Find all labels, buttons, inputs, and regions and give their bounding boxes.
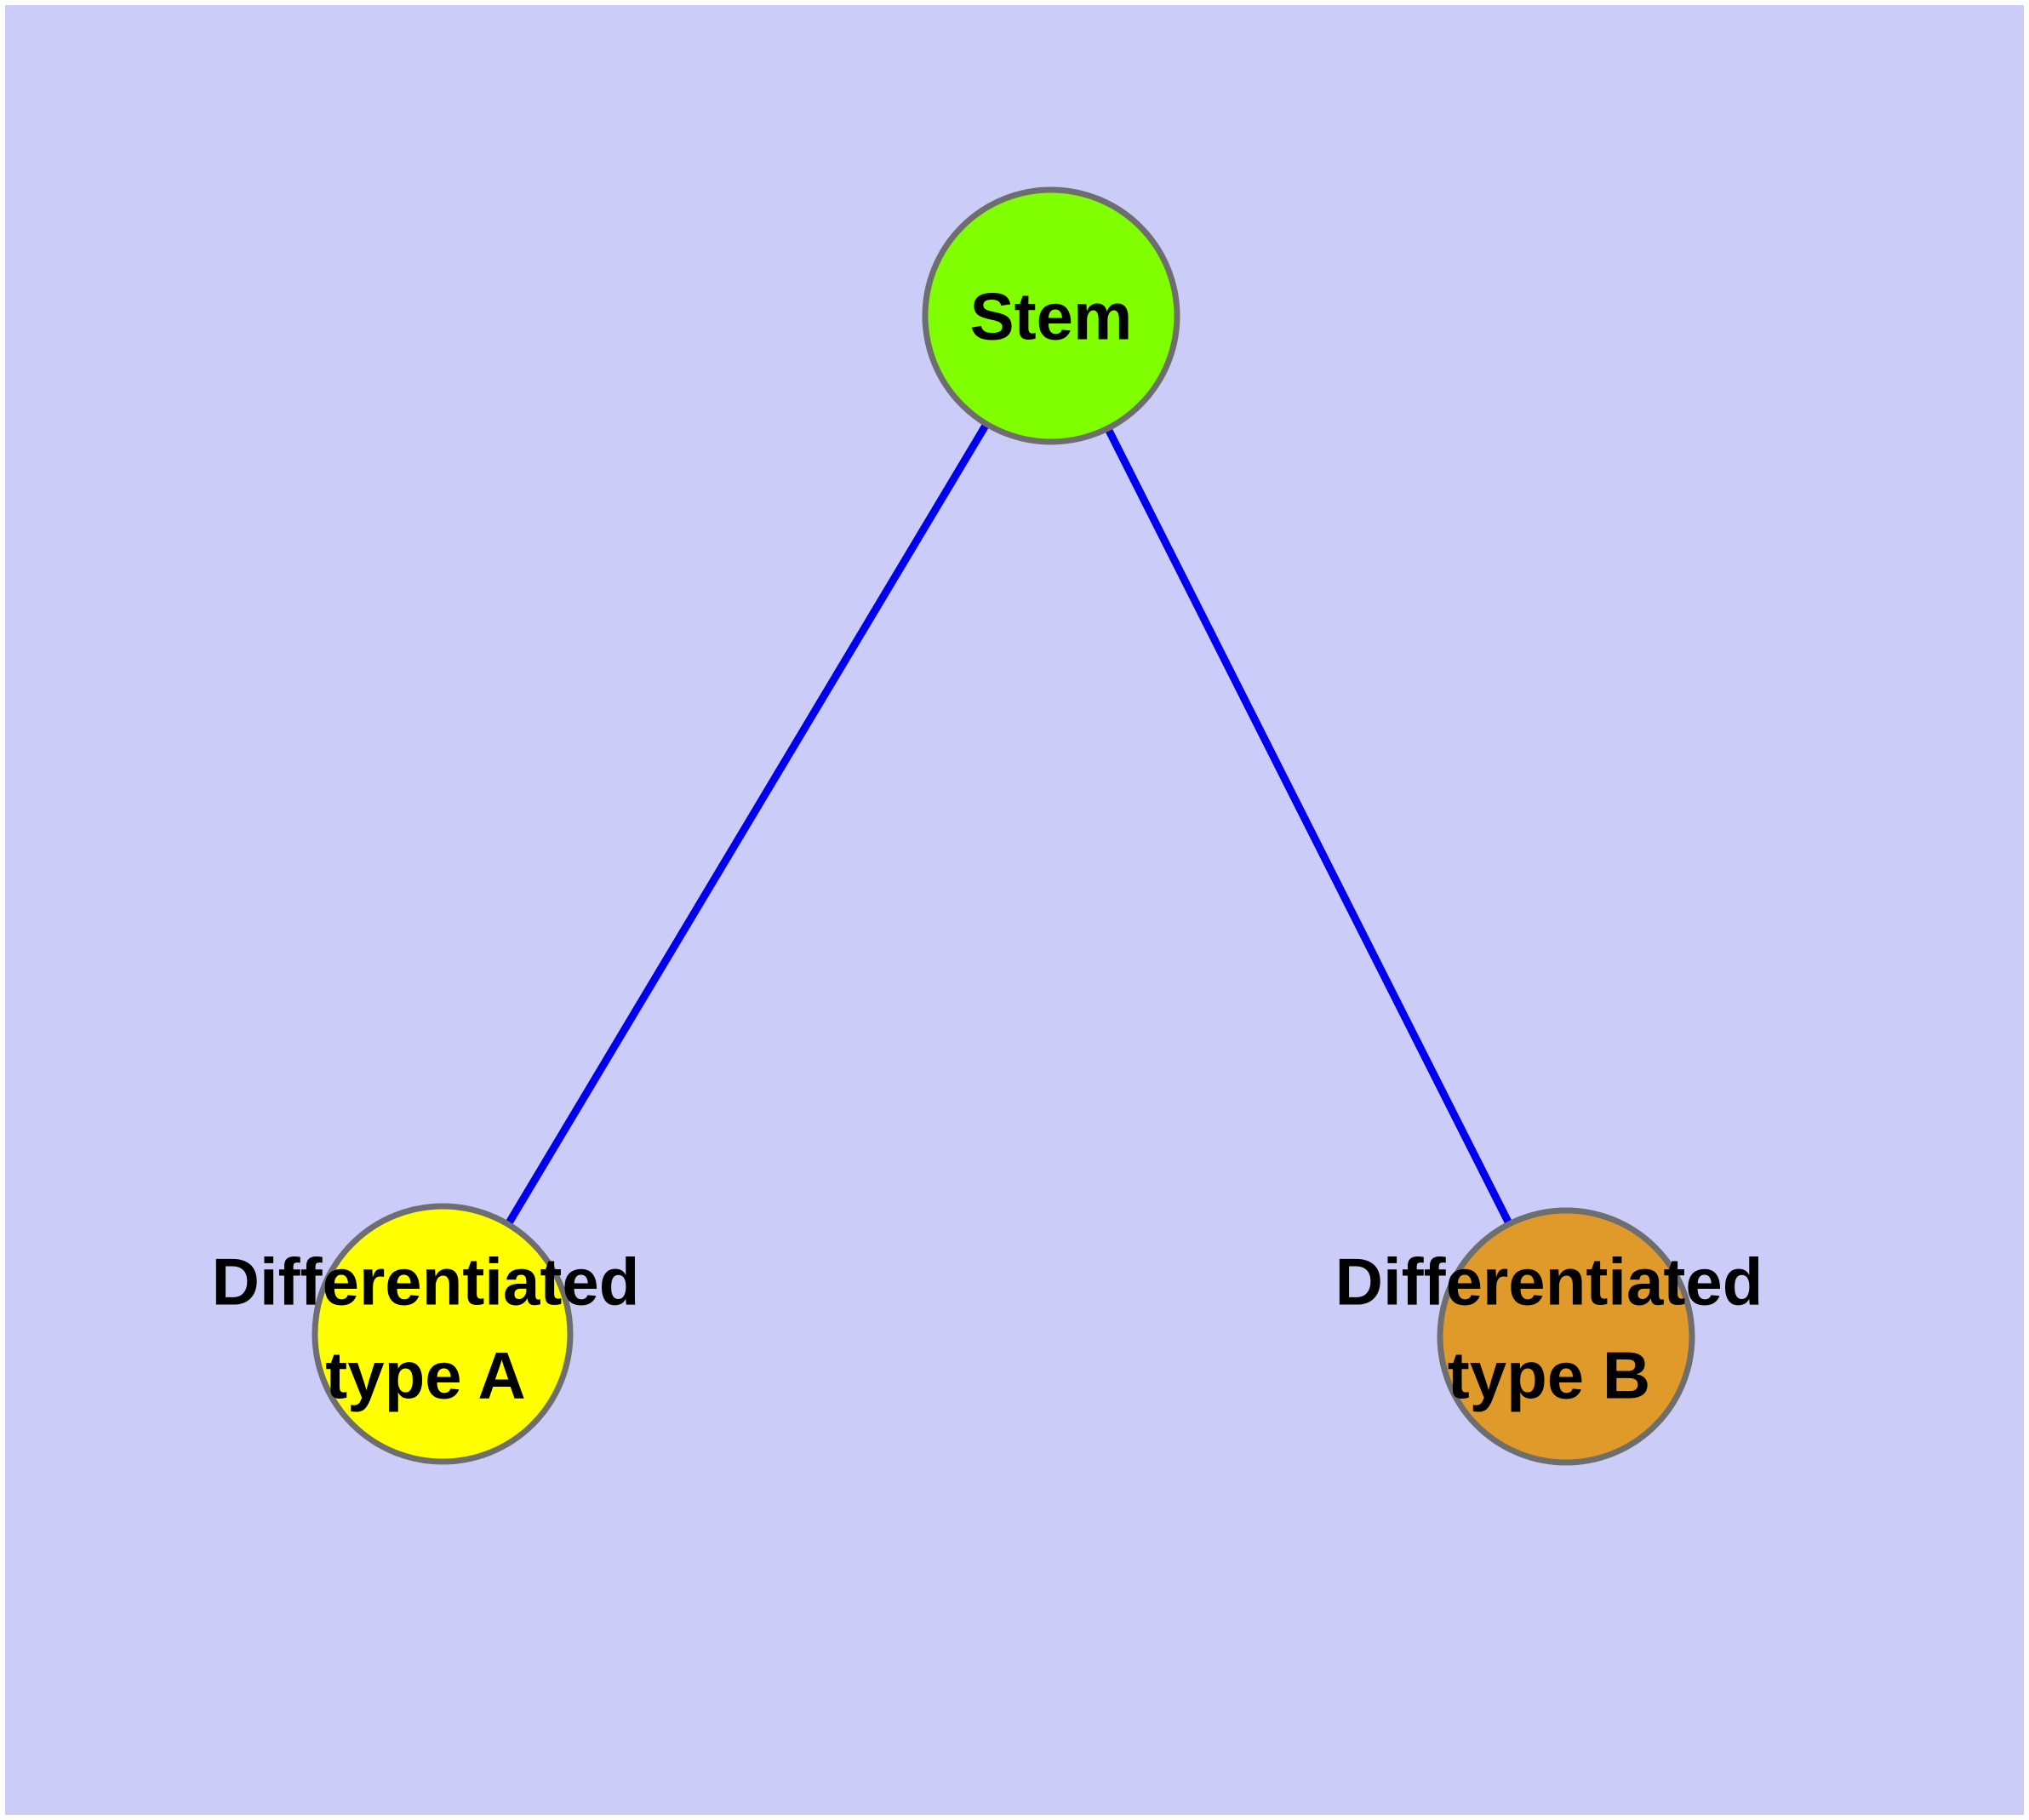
node-differentiated-type-a-label-line2: type A (325, 1338, 526, 1413)
node-stem[interactable] (922, 186, 1180, 445)
node-differentiated-type-b-label-line1: Differentiated (1335, 1245, 1763, 1319)
node-differentiated-type-a-circle[interactable] (311, 1203, 574, 1465)
node-differentiated-type-b-label-line2: type B (1448, 1338, 1650, 1413)
edge-layer (503, 419, 1515, 1229)
node-differentiated-type-b-circle[interactable] (1437, 1207, 1695, 1466)
node-stem-label: Stem (970, 279, 1133, 354)
label-layer: Stem Differentiated type A Differentiate… (212, 279, 1763, 1413)
node-differentiated-type-b[interactable] (1437, 1207, 1695, 1466)
edge-stem-to-differentiated-type-a[interactable] (503, 419, 992, 1229)
node-layer (311, 186, 1695, 1466)
node-differentiated-type-a-label-line1: Differentiated (212, 1245, 640, 1319)
node-differentiated-type-a[interactable] (311, 1203, 574, 1465)
node-stem-circle[interactable] (922, 186, 1180, 445)
edge-stem-to-differentiated-type-b[interactable] (1102, 423, 1515, 1229)
